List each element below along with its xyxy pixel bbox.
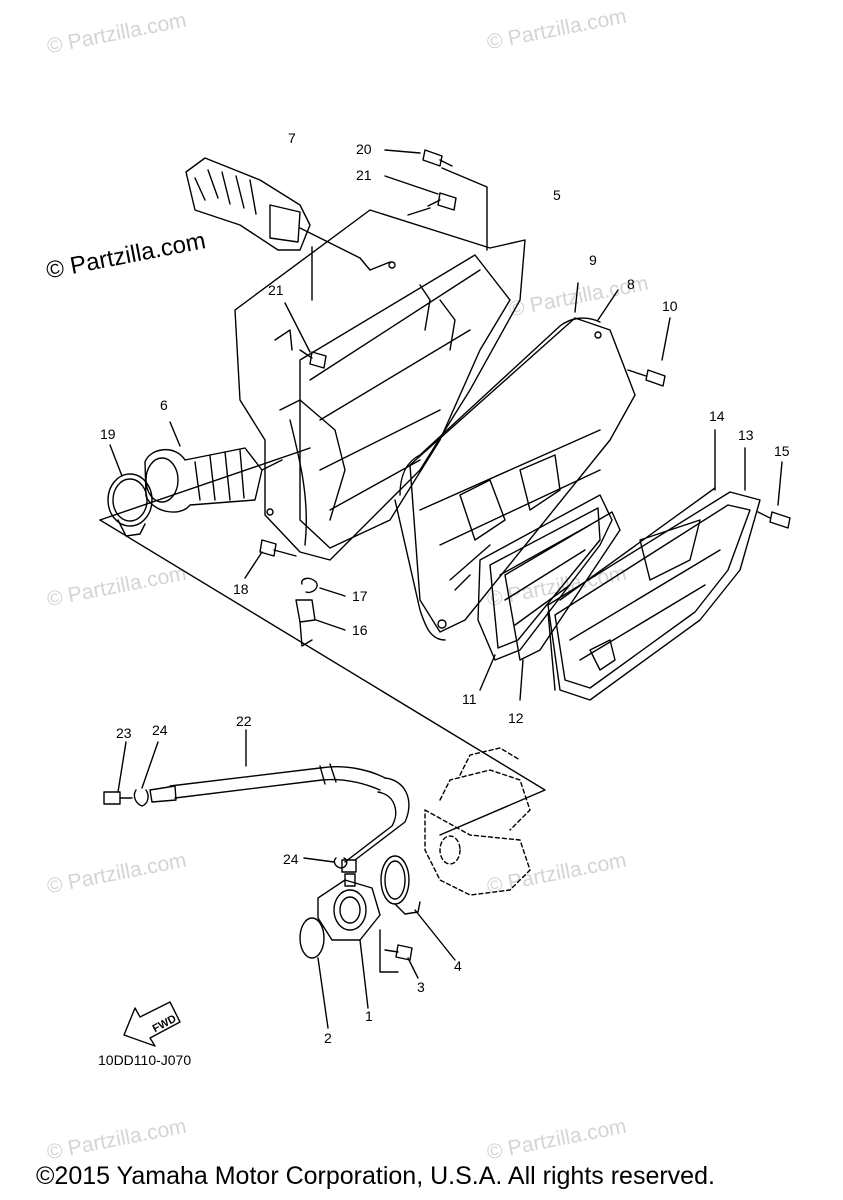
assembly-frame bbox=[99, 447, 311, 521]
screw-20 bbox=[384, 149, 488, 251]
o-ring-2 bbox=[299, 917, 329, 1029]
part-label-15: 15 bbox=[774, 443, 790, 459]
part-label-5: 5 bbox=[553, 187, 561, 203]
part-label-10: 10 bbox=[662, 298, 678, 314]
screw-10 bbox=[627, 317, 671, 387]
air-cleaner-cap bbox=[394, 317, 636, 641]
screw-23 bbox=[103, 741, 133, 805]
clip-24-right bbox=[303, 857, 348, 869]
assembly-frame bbox=[379, 929, 399, 973]
screw-21-top bbox=[384, 175, 457, 216]
screw-18 bbox=[244, 539, 297, 579]
part-label-7: 7 bbox=[288, 130, 296, 146]
part-label-4: 4 bbox=[454, 958, 462, 974]
carburetor-outline bbox=[424, 747, 531, 896]
breather-hose-22 bbox=[149, 729, 410, 873]
drain-plug-16 bbox=[295, 599, 346, 647]
leader bbox=[597, 289, 619, 321]
part-label-24b: 24 bbox=[283, 851, 299, 867]
part-label-17: 17 bbox=[352, 588, 368, 604]
air-joint bbox=[144, 421, 283, 513]
part-label-12: 12 bbox=[508, 710, 524, 726]
air-box-case bbox=[234, 209, 526, 561]
assembly-frame bbox=[99, 519, 546, 836]
part-label-22: 22 bbox=[236, 713, 252, 729]
clamp-19 bbox=[107, 444, 153, 537]
part-label-3: 3 bbox=[417, 979, 425, 995]
part-label-16: 16 bbox=[352, 622, 368, 638]
leader bbox=[574, 282, 579, 313]
clip-24-left bbox=[133, 741, 159, 807]
part-label-1: 1 bbox=[365, 1008, 373, 1024]
part-label-14: 14 bbox=[709, 408, 725, 424]
clamp-4 bbox=[380, 855, 456, 961]
screw-21-mid bbox=[284, 246, 327, 369]
part-label-20: 20 bbox=[356, 141, 372, 157]
part-label-9: 9 bbox=[589, 252, 597, 268]
clip-17 bbox=[301, 577, 346, 597]
part-label-19: 19 bbox=[100, 426, 116, 442]
part-label-13: 13 bbox=[738, 427, 754, 443]
copyright-notice: ©2015 Yamaha Motor Corporation, U.S.A. A… bbox=[36, 1162, 715, 1190]
part-label-24: 24 bbox=[152, 722, 168, 738]
air-cleaner-case bbox=[547, 429, 761, 701]
part-label-18: 18 bbox=[233, 581, 249, 597]
part-label-2: 2 bbox=[324, 1030, 332, 1046]
intake-duct bbox=[185, 157, 361, 259]
part-label-8: 8 bbox=[627, 276, 635, 292]
fwd-arrow-icon bbox=[123, 1001, 181, 1047]
screw-15 bbox=[757, 461, 791, 529]
filter-gasket bbox=[504, 511, 621, 701]
part-label-21b: 21 bbox=[268, 282, 284, 298]
diagram-code: 10DD110-J070 bbox=[98, 1052, 192, 1068]
part-label-21: 21 bbox=[356, 167, 372, 183]
part-label-23: 23 bbox=[116, 725, 132, 741]
outer-gasket-14 bbox=[547, 487, 716, 691]
air-filter-element bbox=[477, 494, 613, 691]
screw-3 bbox=[384, 944, 419, 979]
carburetor-joint-1 bbox=[317, 873, 381, 1009]
part-label-6: 6 bbox=[160, 397, 168, 413]
part-label-11: 11 bbox=[462, 691, 477, 707]
